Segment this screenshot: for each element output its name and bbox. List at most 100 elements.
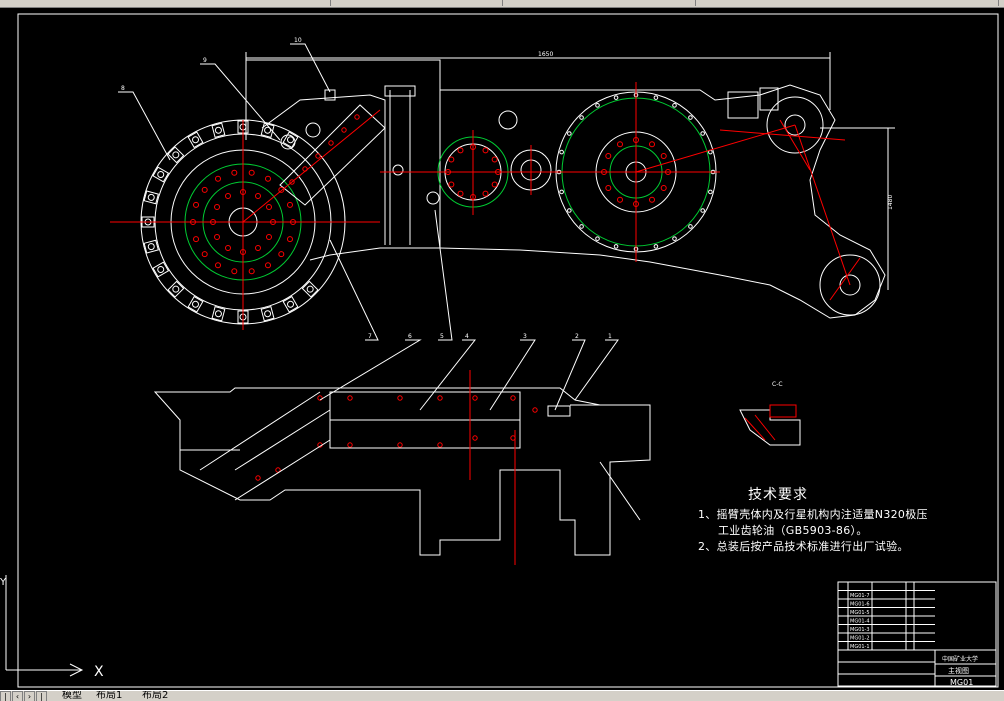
tech-line-3: 2、总装后按产品技术标准进行出厂试验。 [698, 540, 909, 553]
tech-line-1: 1、摇臂壳体内及行星机构内注适量N320极压 [698, 508, 928, 521]
bolt-hole [595, 236, 600, 241]
bolt-hole [559, 149, 564, 155]
tab-model[interactable]: 模型 [62, 690, 82, 701]
lug [324, 89, 336, 101]
bolt-hole [688, 115, 693, 120]
ucs-y-label: Y [0, 577, 7, 588]
drum-tooth [143, 190, 159, 205]
bolt-hole [579, 224, 584, 229]
drum-tooth [211, 122, 226, 138]
bolt-hole [688, 224, 693, 229]
shaft-bolt [315, 153, 321, 159]
part-number: MG01-2 [850, 636, 870, 642]
callout-8: 8 [121, 85, 125, 92]
toolbar-segment[interactable] [0, 0, 331, 6]
part-number: MG01-1 [850, 644, 870, 650]
idler-bolt [426, 191, 440, 205]
bolt-hole [280, 134, 296, 150]
bolt-hole [672, 236, 677, 241]
motor-box [727, 91, 759, 119]
housing-section [153, 387, 651, 556]
drawing-border [17, 13, 999, 688]
callout-9: 9 [203, 57, 207, 64]
bolt-hole [559, 189, 564, 195]
section-line [599, 461, 641, 521]
bolt-hole [248, 169, 255, 176]
section-label: C-C [772, 381, 783, 388]
pivot-top-bore [784, 114, 806, 136]
tab-layout2[interactable]: 布局2 [142, 690, 169, 701]
bolt-hole [617, 196, 623, 203]
bolt-hole [225, 193, 231, 200]
bolt-hole [567, 208, 572, 213]
section-bolt [472, 395, 478, 401]
callout-5: 5 [440, 333, 444, 340]
shaft-bolt [328, 140, 334, 146]
idler-bolt [498, 110, 518, 130]
drum-tooth [187, 295, 204, 313]
drum-tooth [167, 280, 185, 298]
bolt-hole [448, 181, 455, 188]
bolt-hole [595, 103, 600, 108]
section-bolt [397, 395, 403, 401]
part-number: MG01-4 [850, 619, 870, 625]
section-bolt [317, 395, 323, 401]
drum-tooth [211, 306, 226, 322]
motor-box [759, 87, 779, 111]
callout-labels: 10 9 8 7 6 5 4 3 2 1 1650 1480 C-C [121, 37, 894, 388]
center-lines [110, 82, 861, 330]
drum-tooth [187, 131, 204, 149]
bolt-hole [201, 186, 208, 193]
bolt-hole [231, 268, 238, 275]
callout-2: 2 [575, 333, 579, 340]
drawing-canvas[interactable]: 10 9 8 7 6 5 4 3 2 1 1650 1480 C-C [0, 7, 1004, 690]
title-block-text: 中国矿业大学 主视图 MG01 [942, 655, 978, 687]
toolbar-segment[interactable] [352, 0, 503, 6]
tab-first-button[interactable]: | [0, 691, 11, 701]
arm-housing [245, 59, 886, 319]
drum-tooth [301, 280, 319, 298]
section-view [153, 387, 651, 556]
section-bolt [437, 442, 443, 448]
arm-inner-contour [261, 94, 386, 245]
callout-10: 10 [294, 37, 302, 44]
bolt-hole [278, 186, 285, 193]
bolt-hole [482, 190, 489, 197]
dim-top-value: 1650 [538, 51, 553, 58]
bolt-hole [567, 131, 572, 136]
bolt-hole [617, 141, 623, 148]
part-number: MG01-7 [850, 593, 870, 599]
bolt-hole [305, 122, 321, 138]
tab-last-button[interactable]: | [36, 691, 47, 701]
bolt-hole [448, 156, 455, 163]
drum-tooth [282, 295, 299, 313]
bolt-hole [491, 156, 498, 163]
ucs-x-label: X [94, 664, 104, 680]
part-number: MG01-5 [850, 610, 870, 616]
tab-prev-button[interactable]: ‹ [12, 691, 23, 701]
tab-next-button[interactable]: › [24, 691, 35, 701]
bolt-hole [605, 153, 612, 159]
toolbar-segment[interactable] [505, 0, 696, 6]
bolt-hole [672, 103, 677, 108]
school-name: 中国矿业大学 [942, 655, 978, 663]
bolt-hole [265, 234, 272, 240]
pivot-bottom-bore [839, 274, 861, 296]
bolt-hole [700, 208, 705, 213]
bolt-hole [193, 236, 200, 243]
inclined-shaft [279, 104, 386, 206]
bolt-hole [653, 95, 659, 100]
bolt-holes [190, 92, 716, 481]
bolt-hole [579, 115, 584, 120]
arm-partition [389, 90, 441, 248]
bolt-hole [286, 201, 293, 208]
bolt-hole [457, 190, 464, 197]
bolt-hole [482, 147, 489, 154]
plug [547, 405, 571, 417]
tab-layout1[interactable]: 布局1 [96, 690, 123, 701]
toolbar-segment[interactable] [698, 0, 999, 6]
bolt-hole [649, 141, 655, 148]
title-block [837, 581, 997, 687]
window-top-strip [0, 0, 1004, 8]
pivot-bottom [819, 254, 881, 316]
